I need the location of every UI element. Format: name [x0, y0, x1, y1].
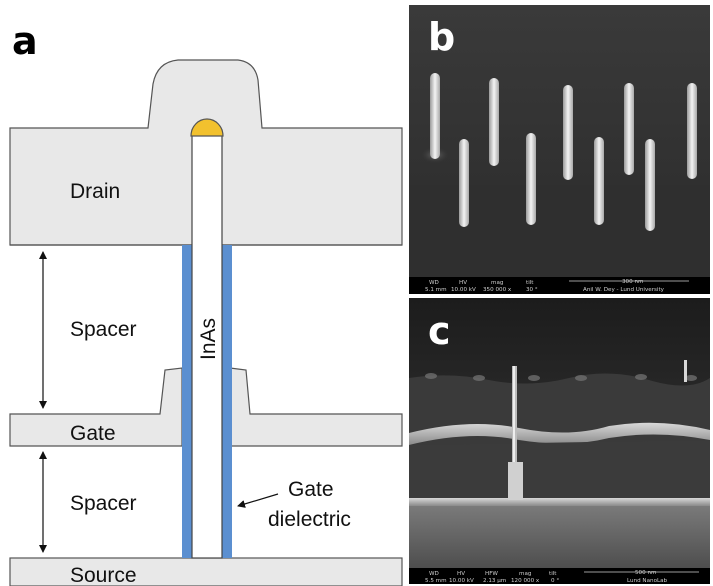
svg-text:350 000 x: 350 000 x [483, 287, 512, 293]
svg-text:500 nm: 500 nm [635, 570, 656, 576]
catalyst-particle [190, 118, 224, 137]
drain-label: Drain [70, 180, 120, 203]
panel-label-b: b [428, 15, 456, 59]
gate-dielectric-label-line1: Gate [288, 478, 334, 501]
gate-dielectric-arrow [237, 493, 279, 508]
nanowire-label: InAs [197, 318, 220, 360]
svg-text:0 °: 0 ° [551, 578, 559, 584]
gate-layer-right [229, 367, 403, 447]
svg-text:tilt: tilt [526, 280, 534, 286]
sem-image-b: WD 5.1 mm HV 10.00 kV mag 350 000 x tilt… [409, 5, 710, 294]
panel-label-a: a [12, 19, 38, 63]
nanowire-array [421, 73, 697, 231]
svg-text:Anil W. Dey - Lund University: Anil W. Dey - Lund University [583, 287, 665, 293]
svg-text:5.1 mm: 5.1 mm [425, 287, 447, 293]
svg-text:WD: WD [429, 571, 439, 577]
spacer-bottom-label: Spacer [70, 492, 137, 515]
svg-text:30 °: 30 ° [526, 287, 538, 293]
spacer-top-label: Spacer [70, 318, 137, 341]
panel-label-c: c [428, 309, 451, 353]
svg-text:mag: mag [491, 280, 504, 286]
svg-text:HFW: HFW [485, 571, 498, 577]
svg-text:10.00 kV: 10.00 kV [449, 578, 474, 584]
svg-text:WD: WD [429, 280, 439, 286]
gate-dielectric-right [222, 245, 232, 558]
svg-text:300 nm: 300 nm [622, 279, 643, 285]
svg-text:tilt: tilt [549, 571, 557, 577]
sem-image-c: WD 5.5 mm HV 10.00 kV HFW 2.13 µm mag 12… [409, 298, 710, 584]
gate-dielectric-left [182, 245, 192, 558]
svg-text:HV: HV [457, 571, 465, 577]
nanowire [191, 129, 223, 559]
svg-text:120 000 x: 120 000 x [511, 578, 540, 584]
svg-text:Lund NanoLab: Lund NanoLab [627, 578, 668, 584]
gate-dielectric-label-line2: dielectric [268, 508, 351, 531]
svg-text:2.13 µm: 2.13 µm [483, 578, 506, 584]
source-layer [9, 557, 403, 586]
svg-text:10.00 kV: 10.00 kV [451, 287, 476, 293]
svg-text:mag: mag [519, 571, 532, 577]
svg-text:HV: HV [459, 280, 467, 286]
svg-text:5.5 mm: 5.5 mm [425, 578, 447, 584]
transistor-schematic: Drain Spacer Gate Spacer Source InAs Gat… [9, 59, 403, 586]
gate-label: Gate [70, 422, 116, 445]
source-label: Source [70, 564, 137, 586]
